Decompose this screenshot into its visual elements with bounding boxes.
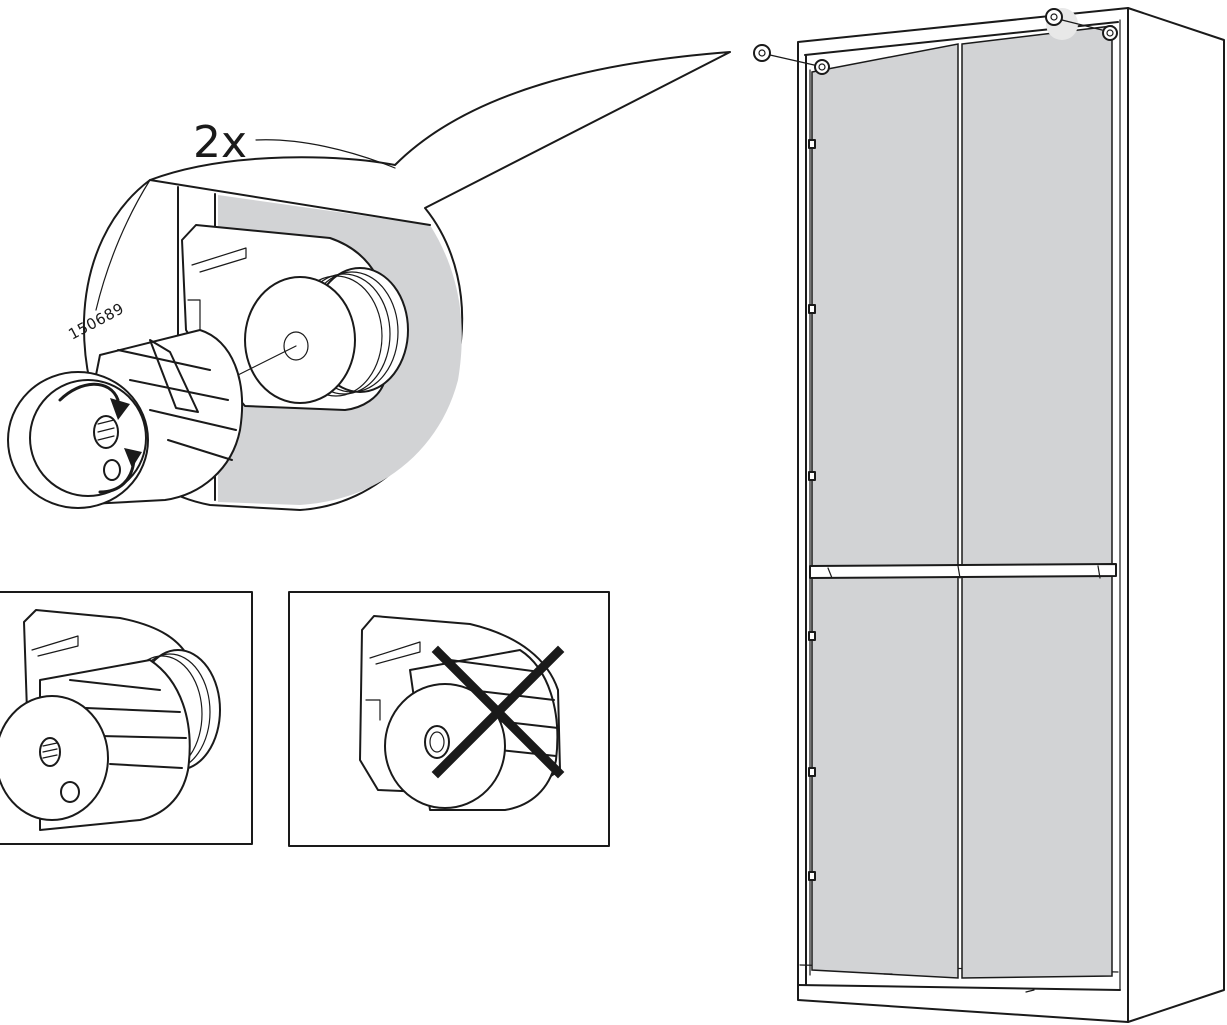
correct-installation-panel bbox=[0, 591, 253, 845]
clockwise-arrow-icon bbox=[58, 382, 142, 494]
middle-rail bbox=[809, 563, 1117, 579]
back-panel-top-left bbox=[811, 43, 959, 569]
loose-knob-left bbox=[753, 44, 815, 66]
top-left-fitting bbox=[814, 59, 830, 75]
loose-knob-right bbox=[1045, 8, 1103, 31]
quantity-label: 2x bbox=[193, 117, 247, 168]
correct-knob bbox=[0, 609, 221, 831]
cross-x-icon bbox=[431, 645, 565, 779]
quantity-leader-line bbox=[255, 139, 396, 169]
side-clips bbox=[808, 139, 816, 881]
threaded-collar bbox=[231, 267, 409, 404]
detail-callout-bubble bbox=[7, 51, 731, 511]
incorrect-installation-panel bbox=[288, 591, 610, 847]
back-panel-top-right bbox=[961, 25, 1113, 567]
back-panel-bottom-right bbox=[961, 575, 1113, 979]
cabinet-rear-view bbox=[753, 7, 1225, 1023]
back-panel-bottom-left bbox=[811, 575, 959, 979]
